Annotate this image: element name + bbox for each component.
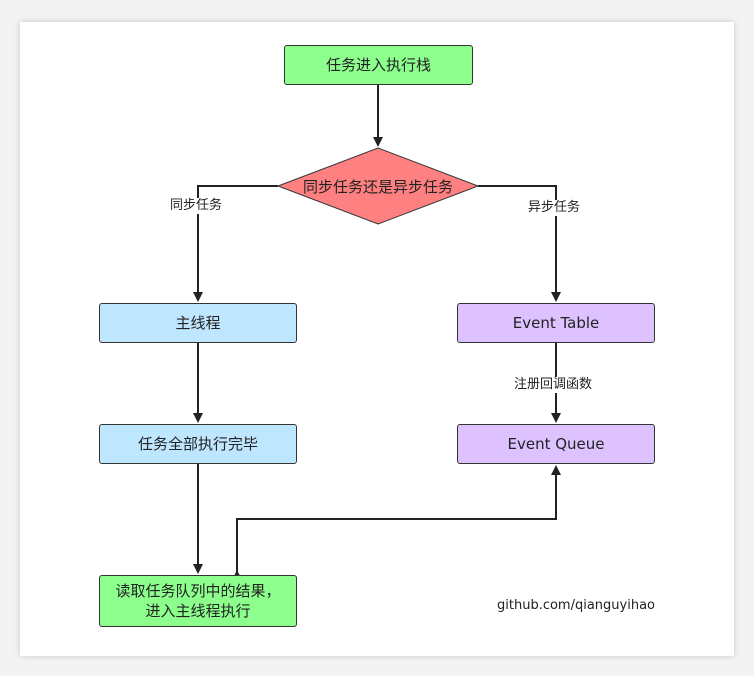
node-read-queue-line1: 读取任务队列中的结果， — [115, 582, 281, 600]
node-event-queue: Event Queue — [457, 424, 655, 464]
node-main-thread: 主线程 — [99, 303, 297, 343]
decision-diamond — [276, 147, 480, 225]
node-read-queue-line2: 进入主线程执行 — [145, 602, 251, 620]
node-all-done: 任务全部执行完毕 — [99, 424, 297, 464]
edge-label-sync: 同步任务 — [170, 198, 223, 214]
node-start: 任务进入执行栈 — [284, 45, 473, 85]
watermark: github.com/qianguyihao — [497, 598, 655, 613]
node-decision-label: 同步任务还是异步任务 — [302, 177, 453, 196]
edge-label-register-callback: 注册回调函数 — [514, 377, 593, 393]
edge-sync — [193, 185, 278, 302]
node-event-table: Event Table — [457, 303, 655, 343]
edge-async — [478, 185, 561, 302]
edge-label-async: 异步任务 — [528, 200, 581, 216]
node-read-queue: 读取任务队列中的结果， 进入主线程执行 — [99, 575, 297, 627]
edge-queue-loop — [232, 465, 561, 580]
